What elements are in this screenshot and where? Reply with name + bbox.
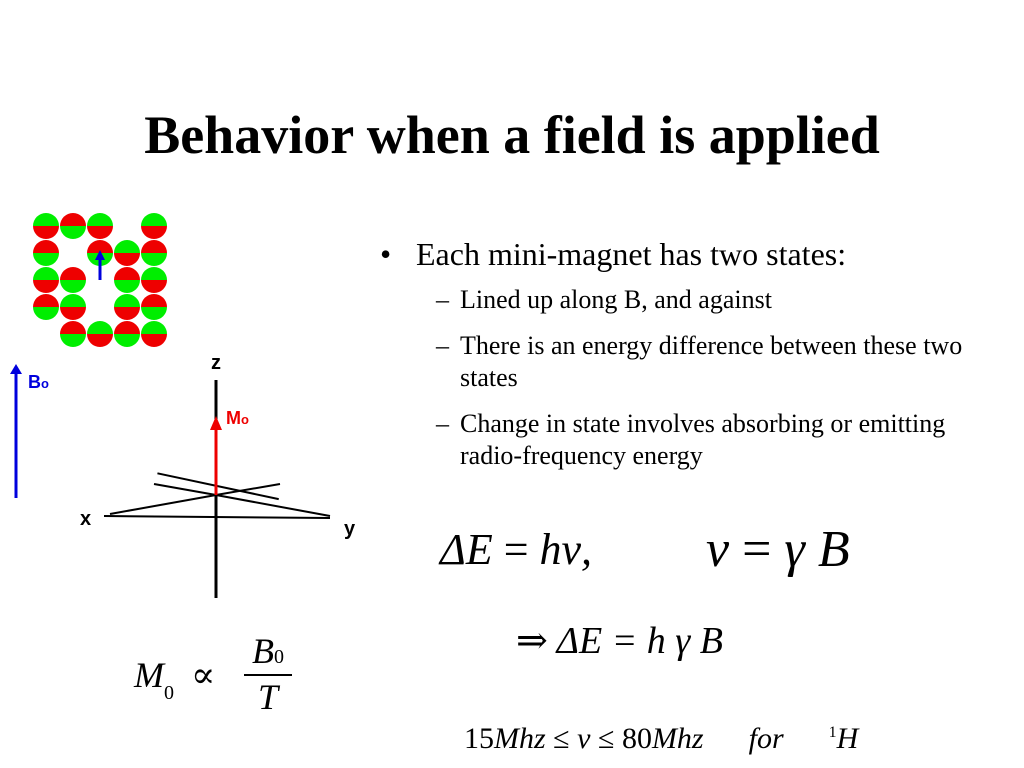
spin-top-half xyxy=(141,321,167,334)
spin-bottom-half xyxy=(114,280,140,293)
slide-title: Behavior when a field is applied xyxy=(144,105,880,165)
spin-bottom-half xyxy=(141,280,167,293)
spin-top-half xyxy=(114,267,140,280)
spin-bottom-half xyxy=(141,307,167,320)
sub-bullet: –Change in state involves absorbing or e… xyxy=(436,409,946,470)
axes-diagram xyxy=(103,380,331,598)
equation-energy: ΔE = hν, xyxy=(440,525,593,574)
sub-bullet: –Lined up along B, and against xyxy=(436,285,772,314)
spin-top-half xyxy=(33,213,59,226)
spin-top-half xyxy=(60,213,86,226)
spin-top-half xyxy=(114,240,140,253)
spin-top-half xyxy=(141,213,167,226)
bullet-main: •Each mini-magnet has two states: xyxy=(380,236,847,272)
spin-bottom-half xyxy=(60,280,86,293)
spin-top-half xyxy=(87,240,113,253)
spin-top-half xyxy=(33,267,59,280)
b0-label: Bo xyxy=(28,372,49,392)
spin-bottom-half xyxy=(141,253,167,266)
sub-bullet: –There is an energy difference between t… xyxy=(436,331,963,392)
equation-implies: ⇒ ΔE = h γ B xyxy=(516,620,723,662)
spin-bottom-half xyxy=(87,334,113,347)
spin-bottom-half xyxy=(114,307,140,320)
spin-grid xyxy=(33,213,167,347)
spin-bottom-half xyxy=(60,307,86,320)
spin-bottom-half xyxy=(33,253,59,266)
spin-bottom-half xyxy=(141,226,167,239)
spin-top-half xyxy=(33,294,59,307)
fraction-b0-over-t: B0 T xyxy=(244,630,292,718)
spin-bottom-half xyxy=(60,334,86,347)
equation-curie: M0 ∝ xyxy=(134,655,216,704)
spin-bottom-half xyxy=(33,307,59,320)
equation-larmor: ν = γ B xyxy=(706,521,850,578)
spin-bottom-half xyxy=(33,280,59,293)
spin-top-half xyxy=(114,321,140,334)
spin-bottom-half xyxy=(87,226,113,239)
spin-top-half xyxy=(60,321,86,334)
bullet-list: •Each mini-magnet has two states: –Lined… xyxy=(380,232,1000,472)
spin-arrow-head xyxy=(95,250,105,260)
b0-field-arrow xyxy=(10,364,22,498)
spin-top-half xyxy=(60,294,86,307)
equation-frequency-range: 15Mhz ≤ ν ≤ 80Mhz for 1H xyxy=(464,722,859,755)
spin-top-half xyxy=(33,240,59,253)
spin-top-half xyxy=(60,267,86,280)
spin-top-half xyxy=(141,294,167,307)
spin-bottom-half xyxy=(114,334,140,347)
y-axis-label: y xyxy=(344,518,356,540)
spin-top-half xyxy=(87,213,113,226)
spin-bottom-half xyxy=(114,253,140,266)
m0-label: Mo xyxy=(226,408,249,428)
spin-top-half xyxy=(141,240,167,253)
spin-top-half xyxy=(87,321,113,334)
x-axis-label: x xyxy=(80,508,92,530)
z-axis-label: z xyxy=(211,352,221,374)
spin-bottom-half xyxy=(33,226,59,239)
spin-top-half xyxy=(114,294,140,307)
spin-top-half xyxy=(141,267,167,280)
spin-bottom-half xyxy=(141,334,167,347)
spin-bottom-half xyxy=(60,226,86,239)
